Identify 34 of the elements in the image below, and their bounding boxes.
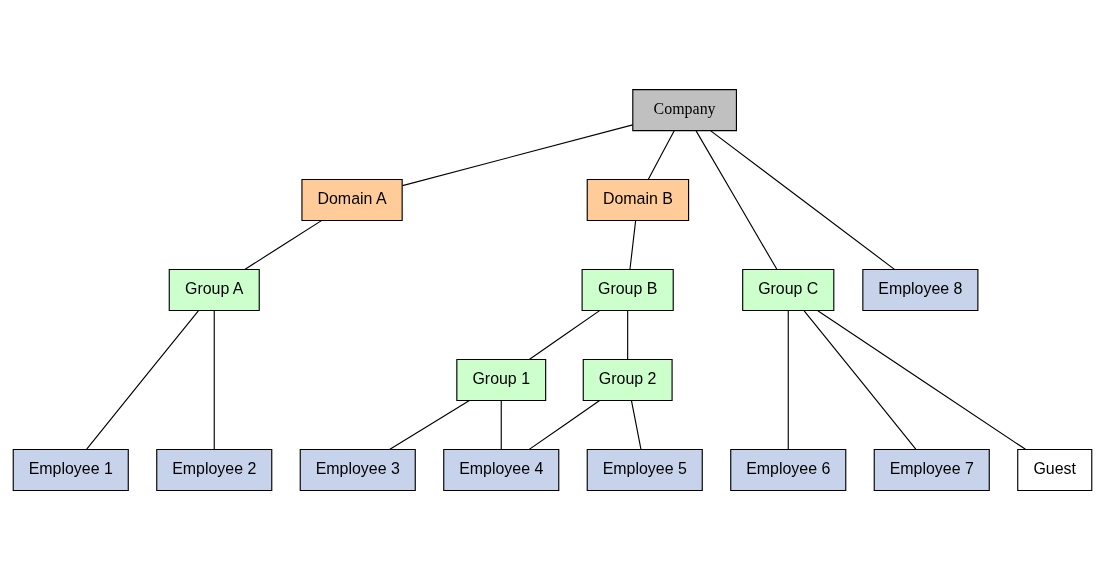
node-box: Employee 3 — [299, 448, 416, 491]
connector — [528, 309, 601, 360]
connector — [647, 129, 675, 180]
node-box: Group A — [168, 268, 260, 311]
node-box: Employee 5 — [586, 448, 703, 491]
connector — [627, 309, 629, 360]
connector — [528, 399, 601, 450]
node-box: Group B — [581, 268, 674, 311]
node-box: Employee 8 — [862, 268, 979, 311]
node-box: Domain A — [301, 178, 403, 221]
node-box: Employee 7 — [873, 448, 990, 491]
node-box: Domain B — [586, 178, 690, 221]
connector — [86, 309, 199, 450]
connector — [817, 309, 1027, 450]
node-box: Group C — [742, 268, 835, 311]
connector — [388, 399, 470, 450]
node-box: Employee 2 — [156, 448, 273, 491]
connector — [500, 399, 502, 450]
node-box: Employee 6 — [730, 448, 847, 491]
node-box: Company — [632, 88, 737, 131]
connector — [710, 129, 896, 270]
connector — [244, 219, 323, 270]
connector — [787, 309, 789, 450]
node-box: Guest — [1017, 448, 1093, 491]
node-box: Employee 1 — [12, 448, 129, 491]
node-box: Group 2 — [582, 358, 673, 401]
node-box: Group 1 — [456, 358, 547, 401]
node-box: Employee 4 — [443, 448, 560, 491]
connector — [695, 129, 778, 270]
connector — [402, 123, 634, 186]
connector — [213, 309, 215, 450]
connector — [803, 309, 917, 450]
connector — [629, 219, 637, 270]
connector — [630, 399, 642, 450]
